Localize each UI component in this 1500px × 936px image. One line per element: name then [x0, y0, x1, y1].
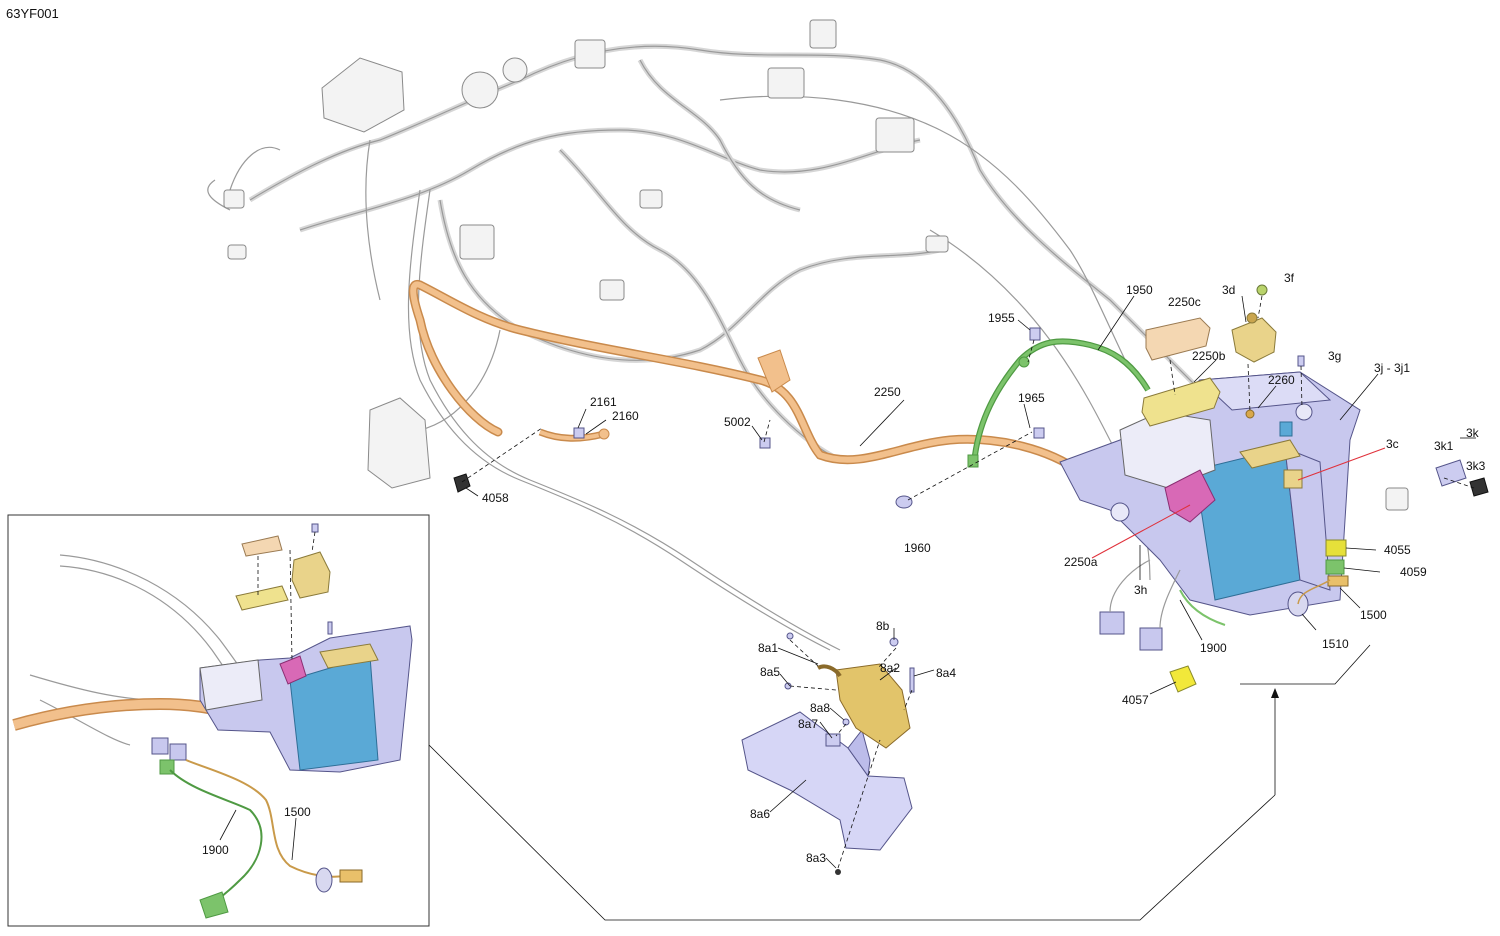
- label-4058: 4058: [482, 491, 509, 505]
- connector-4057: [1169, 665, 1197, 693]
- connector-block: [223, 189, 245, 209]
- label-3h: 3h: [1134, 583, 1147, 597]
- label-8b: 8b: [876, 619, 890, 633]
- connector-4059: [1325, 559, 1345, 575]
- battery-cable-2250: [408, 280, 1171, 490]
- cable-fill: [410, 281, 1083, 475]
- actuator-8a2: [835, 663, 911, 749]
- label-2161: 2161: [590, 395, 617, 409]
- label-3f: 3f: [1284, 271, 1295, 285]
- clip-4058: [453, 473, 471, 493]
- label-5002: 5002: [724, 415, 751, 429]
- label-1950: 1950: [1126, 283, 1153, 297]
- connector-block: [1385, 487, 1409, 511]
- label-4055: 4055: [1384, 543, 1411, 557]
- label-2260: 2260: [1268, 373, 1295, 387]
- label-3k: 3k: [1466, 426, 1480, 440]
- pedal-sensor: [367, 397, 431, 489]
- connector-block: [767, 67, 805, 99]
- connector-block: [875, 117, 915, 153]
- battery-tray-assembly: [1059, 371, 1361, 616]
- label-8a4: 8a4: [936, 666, 956, 680]
- relay-3d: [1231, 317, 1277, 363]
- exploded-parts: [453, 284, 1489, 693]
- label-1960: 1960: [904, 541, 931, 555]
- reference-labels: 1950 1955 2250c 3d 3f 3g 2250b 2260 3j -…: [202, 271, 1486, 865]
- label-1955: 1955: [988, 311, 1015, 325]
- connector-block: [809, 19, 837, 49]
- connector-block: [639, 189, 663, 209]
- label-8a3: 8a3: [806, 851, 826, 865]
- grommet: [502, 57, 528, 83]
- cable-fill: [973, 339, 1150, 456]
- connector-block: [574, 39, 606, 69]
- connector-lines: [428, 644, 1371, 921]
- cable-fill: [539, 430, 605, 441]
- reference-code: 63YF001: [6, 6, 59, 21]
- label-2160: 2160: [612, 409, 639, 423]
- label-3c: 3c: [1386, 437, 1399, 451]
- label-3k1: 3k1: [1434, 439, 1454, 453]
- sensor-3k1: [1435, 459, 1467, 487]
- label-leaders: [219, 295, 1476, 869]
- label-1900: 1900: [1200, 641, 1227, 655]
- label-4059: 4059: [1400, 565, 1427, 579]
- label-8a7: 8a7: [798, 717, 818, 731]
- magenta-part: [1164, 469, 1216, 523]
- label-inset-1500: 1500: [284, 805, 311, 819]
- connector-block: [227, 244, 247, 260]
- label-3j-3j1: 3j - 3j1: [1374, 361, 1410, 375]
- inset-detail: [7, 514, 430, 927]
- label-2250a: 2250a: [1064, 555, 1098, 569]
- fuse-box: [321, 57, 405, 133]
- label-inset-1900: 1900: [202, 843, 229, 857]
- ground-cable-1950: [967, 338, 1151, 468]
- label-8a5: 8a5: [760, 665, 780, 679]
- connector-3k3: [1469, 477, 1489, 497]
- cover-2250c: [1145, 317, 1211, 361]
- label-3d: 3d: [1222, 283, 1235, 297]
- background-connectors: [223, 19, 1409, 511]
- label-3k3: 3k3: [1466, 459, 1486, 473]
- label-1500: 1500: [1360, 608, 1387, 622]
- label-3g: 3g: [1328, 349, 1341, 363]
- label-1965: 1965: [1018, 391, 1045, 405]
- connector-block: [925, 235, 949, 253]
- fuse-holder-2250b: [1141, 377, 1221, 427]
- label-4057: 4057: [1122, 693, 1149, 707]
- connector-block: [459, 224, 495, 260]
- label-2250c: 2250c: [1168, 295, 1201, 309]
- label-2250b: 2250b: [1192, 349, 1226, 363]
- label-8a2: 8a2: [880, 661, 900, 675]
- label-8a8: 8a8: [810, 701, 830, 715]
- terminal-boot: [757, 349, 791, 393]
- connector-4055: [1325, 539, 1347, 557]
- bracket-assembly-8a: [741, 632, 915, 875]
- label-8a6: 8a6: [750, 807, 770, 821]
- dashed-assembly-lines: [461, 295, 1475, 869]
- connector-block: [599, 279, 625, 301]
- grommet: [461, 71, 499, 109]
- label-2250: 2250: [874, 385, 901, 399]
- label-1510: 1510: [1322, 637, 1349, 651]
- label-8a1: 8a1: [758, 641, 778, 655]
- sensor-1500: [1327, 575, 1349, 587]
- red-leaders: [1091, 447, 1386, 559]
